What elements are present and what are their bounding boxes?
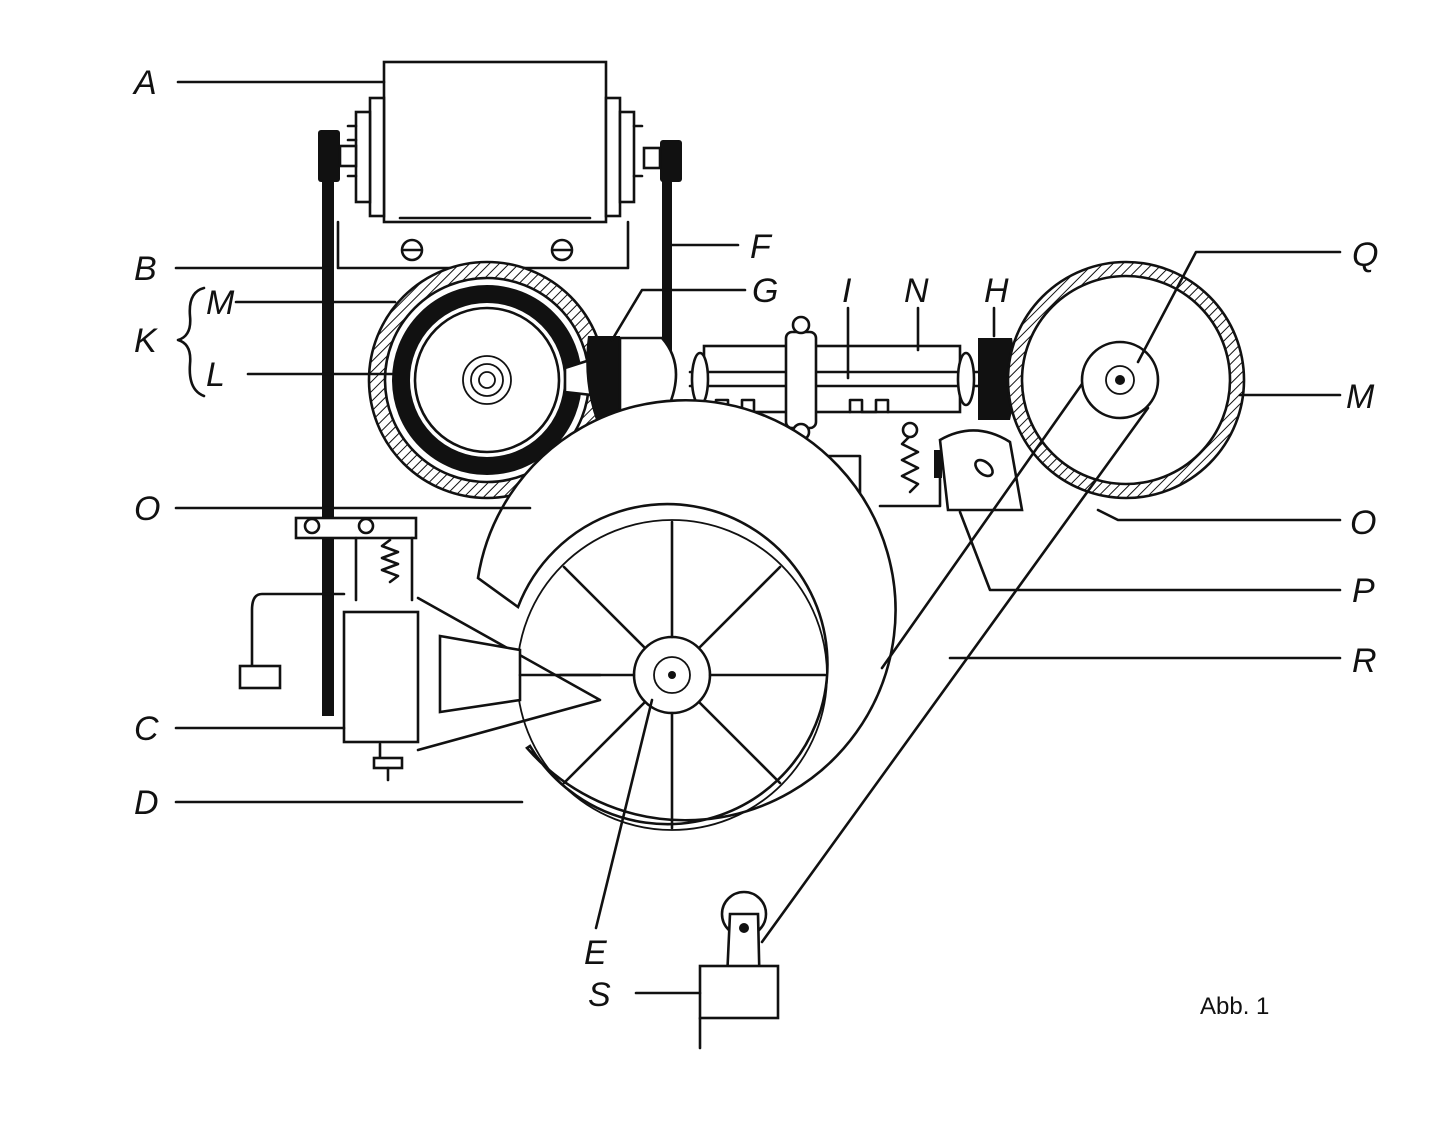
brace-k bbox=[176, 286, 206, 398]
right-wheel-m bbox=[1006, 260, 1246, 500]
label-c: C bbox=[134, 710, 159, 748]
shaft-assembly bbox=[688, 315, 980, 442]
label-m-left: M bbox=[206, 284, 235, 322]
label-o-right: O bbox=[1350, 504, 1376, 542]
tensioner-s bbox=[698, 890, 780, 1050]
figure-caption: Abb. 1 bbox=[1200, 993, 1269, 1020]
belt-b bbox=[322, 160, 334, 716]
label-i: I bbox=[842, 272, 852, 310]
belt-f bbox=[662, 165, 672, 460]
label-n: N bbox=[904, 272, 929, 310]
friction-wheel-k bbox=[367, 260, 607, 500]
roller-h bbox=[978, 338, 1016, 420]
label-l: L bbox=[206, 356, 225, 394]
label-q: Q bbox=[1352, 236, 1378, 274]
label-a: A bbox=[132, 64, 157, 102]
drum-d bbox=[476, 398, 897, 831]
label-r: R bbox=[1352, 642, 1377, 680]
label-p: P bbox=[1352, 572, 1375, 610]
label-d: D bbox=[134, 784, 159, 822]
label-b: B bbox=[134, 250, 157, 288]
label-f: F bbox=[750, 228, 773, 266]
motor-a bbox=[336, 60, 644, 270]
label-g: G bbox=[752, 272, 778, 310]
mechanism-c bbox=[238, 516, 602, 782]
leader-lines bbox=[174, 80, 1342, 995]
label-e: E bbox=[584, 934, 607, 972]
label-h: H bbox=[984, 272, 1009, 310]
label-s: S bbox=[588, 976, 611, 1014]
label-m-right: M bbox=[1346, 378, 1375, 416]
label-k: K bbox=[134, 322, 158, 360]
label-o-left: O bbox=[134, 490, 160, 528]
labels: A B M K L O C D E S F G I N H Q M O P R … bbox=[132, 64, 1378, 1020]
